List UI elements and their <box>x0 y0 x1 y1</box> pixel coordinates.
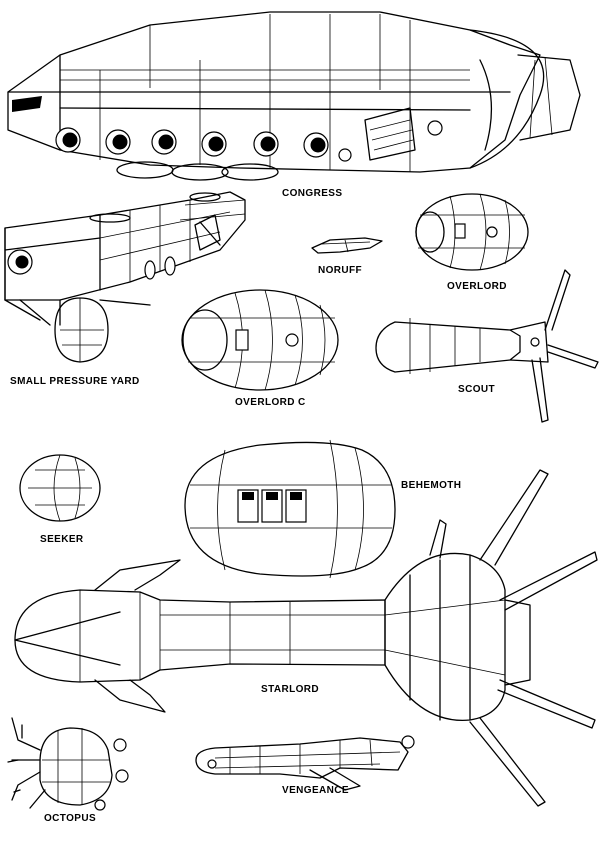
scout-label: SCOUT <box>458 384 495 395</box>
starlord-ship <box>14 469 598 807</box>
overlord-c-ship <box>181 289 339 391</box>
vengeance-label: VENGEANCE <box>282 785 349 796</box>
octopus-label: OCTOPUS <box>44 813 97 824</box>
behemoth-label: BEHEMOTH <box>401 480 462 491</box>
vengeance-ship <box>195 735 415 791</box>
overlord-c-label: OVERLORD C <box>235 397 306 408</box>
behemoth-ship <box>184 439 396 579</box>
overlord-label: OVERLORD <box>447 281 507 292</box>
noruff-ship <box>311 237 383 254</box>
starlord-label: STARLORD <box>261 684 320 695</box>
congress-ship <box>7 11 581 181</box>
seeker-ship <box>19 454 101 522</box>
scout-ship <box>375 269 599 423</box>
noruff-label: NORUFF <box>318 265 363 276</box>
octopus-ship <box>7 717 129 811</box>
small-pressure-yard-label: SMALL PRESSURE YARD <box>10 376 140 387</box>
overlord-ship <box>415 193 529 271</box>
seeker-label: SEEKER <box>40 534 84 545</box>
small-pressure-yard-ship <box>4 191 246 363</box>
congress-label: CONGRESS <box>282 188 343 199</box>
